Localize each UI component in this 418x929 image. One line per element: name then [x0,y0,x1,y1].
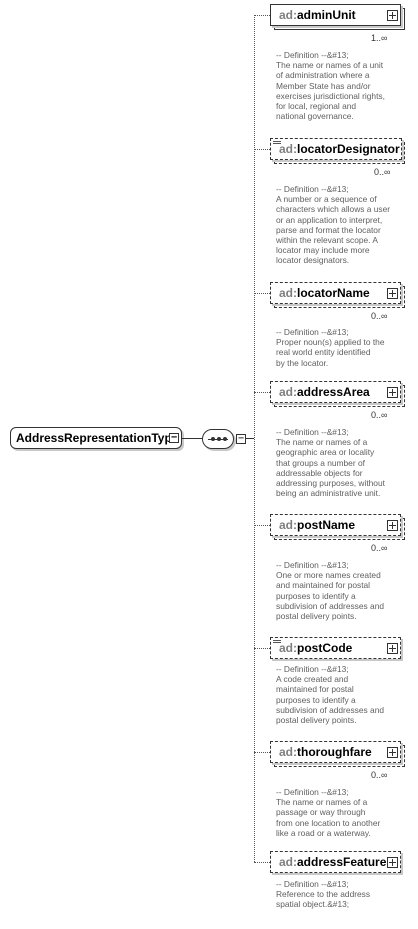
branch-thoroughfare [254,752,270,753]
expand-plus-icon[interactable] [387,643,398,654]
cardinality-label: 0..∞ [374,167,391,177]
expand-plus-icon[interactable] [387,520,398,531]
branch-locatorName [254,293,270,294]
sequence-connector [246,438,254,439]
namespace-prefix: ad: [279,745,297,759]
element-addressFeature[interactable]: ad:addressFeature [270,851,401,873]
element-postName[interactable]: ad:postName [270,514,401,536]
element-definition: -- Definition --&#13; The name or names … [276,787,381,838]
element-name: postName [297,518,356,532]
element-name: locatorDesignator [297,142,400,156]
cardinality-label: 0..∞ [371,543,388,553]
element-adminUnit[interactable]: ad:adminUnit [270,4,401,26]
element-name: adminUnit [297,8,356,22]
expand-plus-icon[interactable] [387,10,398,21]
element-locatorDesignator[interactable]: ad:locatorDesignator [270,138,402,160]
sequence-trunk-line [254,15,255,862]
element-definition: -- Definition --&#13; Reference to the a… [276,879,371,910]
attributes-icon [273,141,281,146]
element-name: addressFeature [297,855,387,869]
element-locatorName[interactable]: ad:locatorName [270,282,401,304]
cardinality-label: 0..∞ [371,770,388,780]
expand-plus-icon[interactable] [387,387,398,398]
element-definition: -- Definition --&#13; Proper noun(s) app… [276,327,385,368]
branch-locatorDesignator [254,149,270,150]
namespace-prefix: ad: [279,518,297,532]
element-name: thoroughfare [297,745,372,759]
branch-postName [254,525,270,526]
expand-plus-icon[interactable] [387,288,398,299]
root-collapse-toggle[interactable]: − [169,432,179,443]
element-definition: -- Definition --&#13; A number or a sequ… [276,184,391,266]
namespace-prefix: ad: [279,855,297,869]
element-addressArea[interactable]: ad:addressArea [270,381,401,403]
namespace-prefix: ad: [279,8,297,22]
namespace-prefix: ad: [279,641,297,655]
cardinality-label: 0..∞ [371,410,388,420]
sequence-compositor-icon[interactable] [202,429,234,449]
attributes-icon [273,640,281,645]
namespace-prefix: ad: [279,385,297,399]
element-definition: -- Definition --&#13; One or more names … [276,560,385,622]
root-connector [182,438,202,439]
branch-addressArea [254,392,270,393]
namespace-prefix: ad: [279,142,297,156]
namespace-prefix: ad: [279,286,297,300]
cardinality-label: 0..∞ [371,311,388,321]
branch-addressFeature [254,862,270,863]
element-definition: -- Definition --&#13; The name or names … [276,427,385,499]
sequence-collapse-toggle[interactable]: − [236,433,246,444]
expand-plus-icon[interactable] [387,747,398,758]
element-definition: -- Definition --&#13; The name or names … [276,50,385,122]
expand-plus-icon[interactable] [387,857,398,868]
element-name: addressArea [297,385,370,399]
element-definition: -- Definition --&#13; A code created and… [276,664,385,726]
element-postCode[interactable]: ad:postCode [270,637,401,659]
cardinality-label: 1..∞ [371,33,388,43]
element-name: postCode [297,641,353,655]
branch-postCode [254,648,270,649]
element-thoroughfare[interactable]: ad:thoroughfare [270,741,401,763]
root-type-box[interactable]: AddressRepresentationType − [10,427,182,449]
element-name: locatorName [297,286,370,300]
root-type-name: AddressRepresentationType [16,431,179,445]
branch-adminUnit [254,15,270,16]
